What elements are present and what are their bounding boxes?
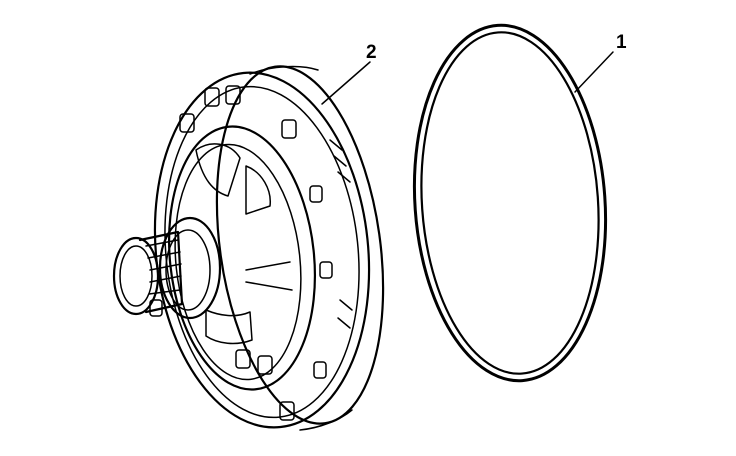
input-shaft [112,230,184,316]
callout-1-leader [574,51,614,93]
pump-assembly [112,65,385,431]
callout-1-label: 1 [616,32,627,53]
bolt-bosses [149,85,333,421]
callout-2-leader [321,61,371,105]
o-ring-seal [412,23,608,383]
callout-2-label: 2 [366,42,377,63]
